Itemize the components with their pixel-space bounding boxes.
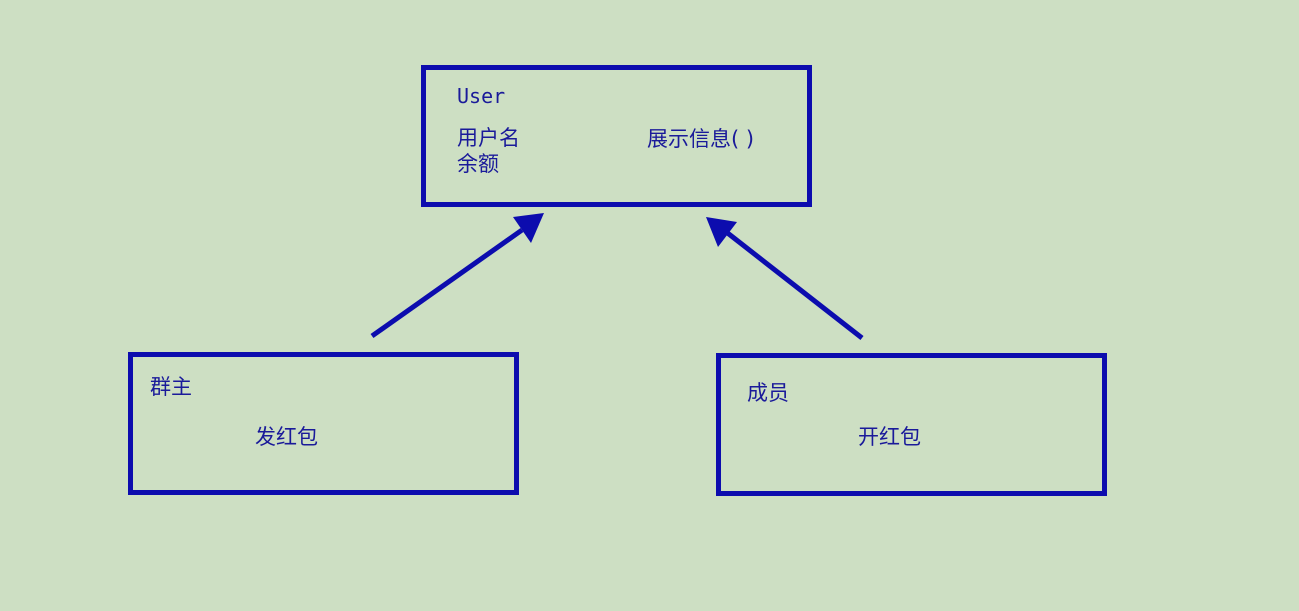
class-title-user: User (457, 84, 506, 108)
method-send-red-packet: 发红包 (255, 425, 318, 449)
class-box-user: User 用户名 余额 展示信息( ) (421, 65, 812, 207)
method-open-red-packet: 开红包 (858, 425, 921, 449)
arrow-owner-to-user-head (513, 213, 544, 243)
class-title-group-owner: 群主 (150, 375, 192, 399)
attribute-username: 用户名 (457, 126, 520, 150)
arrow-member-to-user (706, 217, 864, 340)
arrow-member-to-user-shaft (723, 229, 864, 340)
class-box-group-owner: 群主 发红包 (128, 352, 519, 495)
arrow-member-to-user-head (706, 217, 737, 247)
arrow-owner-to-user (370, 213, 544, 339)
class-title-member: 成员 (747, 381, 789, 405)
attribute-balance: 余额 (457, 152, 499, 176)
class-box-member: 成员 开红包 (716, 353, 1107, 496)
method-show-info: 展示信息( ) (647, 127, 755, 151)
arrow-owner-to-user-shaft (370, 227, 524, 339)
